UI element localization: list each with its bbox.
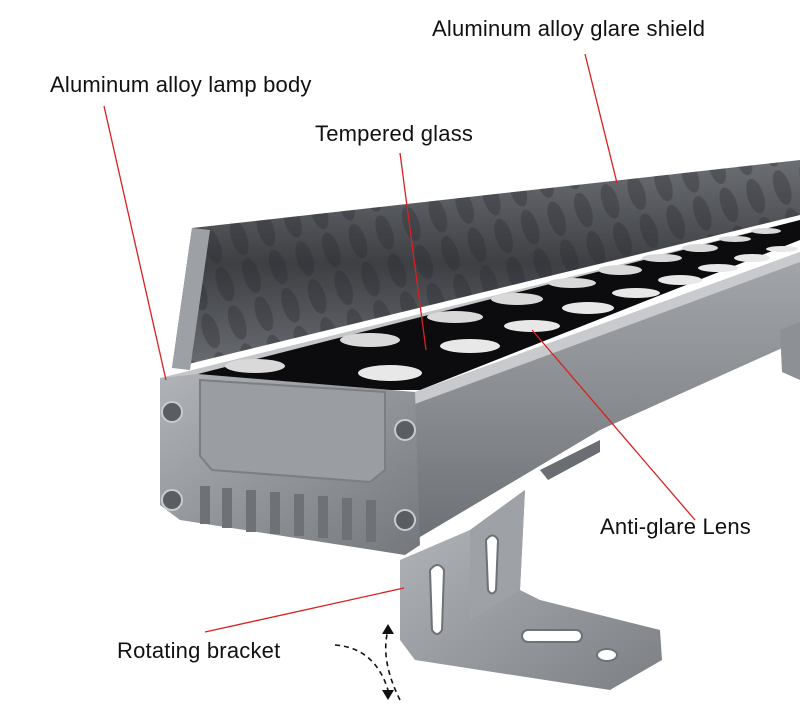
callout-rotating-bracket: Rotating bracket <box>117 638 281 663</box>
callout-lamp-body: Aluminum alloy lamp body <box>50 72 312 97</box>
arrowhead-icon <box>382 624 394 700</box>
heat-sink-fins <box>200 486 376 542</box>
leader-line-tempered-glass <box>399 152 427 351</box>
leader-line-lamp-body <box>103 105 167 381</box>
callout-anti-glare-lens: Anti-glare Lens <box>600 514 751 539</box>
bracket-slot-icons <box>428 534 618 662</box>
leader-line-anti-glare-lens <box>531 329 696 521</box>
rotating-bracket <box>400 490 662 690</box>
tempered-glass-panel <box>198 220 800 390</box>
lamp-body-end-cap <box>160 374 420 555</box>
lamp-body-side <box>415 252 800 540</box>
leader-line-rotating-bracket <box>204 587 405 633</box>
callout-tempered-glass: Tempered glass <box>315 121 474 146</box>
screw-icon <box>161 401 416 531</box>
glare-shield <box>172 160 800 370</box>
rotation-arrow-icon <box>334 629 401 701</box>
leader-line-glare-shield <box>584 53 618 184</box>
lens-row-front <box>358 246 798 381</box>
lens-row-back <box>225 228 781 373</box>
callout-glare-shield: Aluminum alloy glare shield <box>432 16 706 41</box>
leader-lines <box>103 53 696 633</box>
